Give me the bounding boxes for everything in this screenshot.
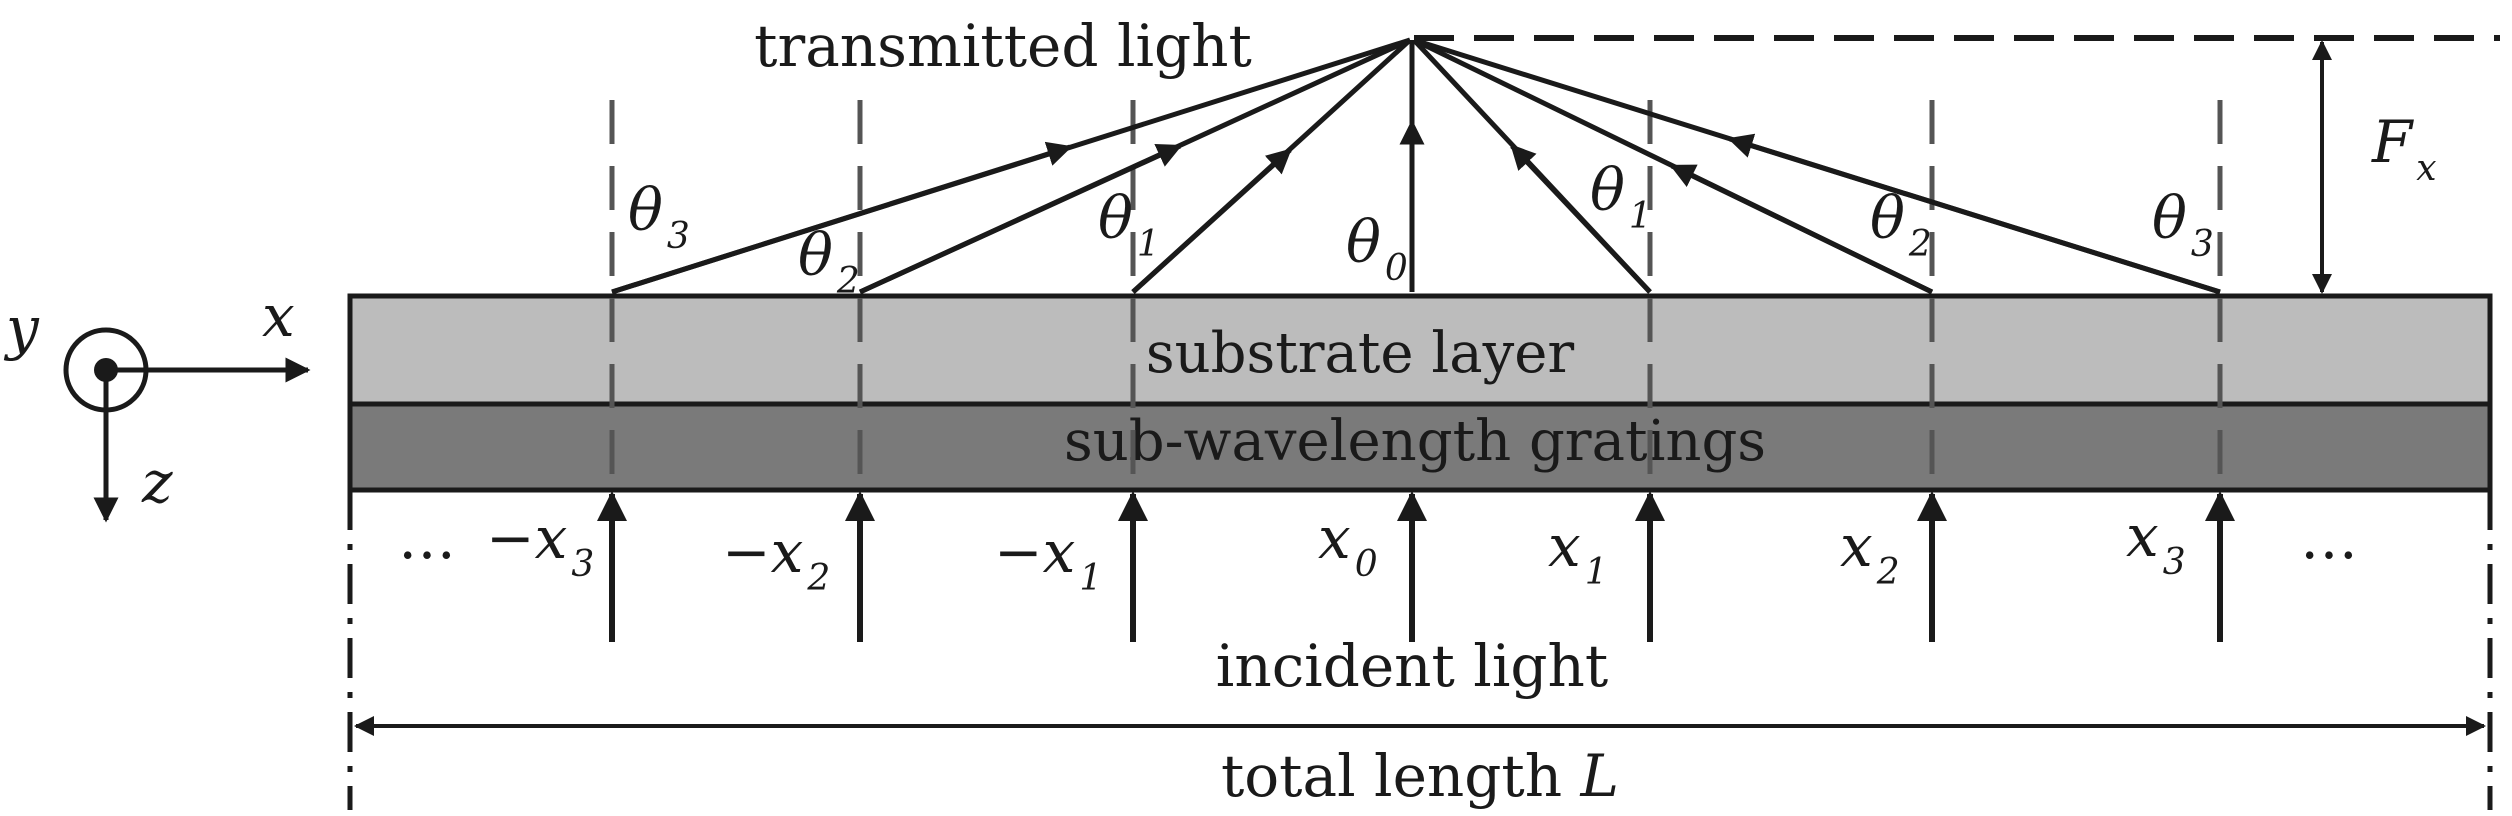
substrate-layer (347, 293, 2493, 407)
ray-x2-arrow (1669, 163, 1934, 295)
transmitted-light-label: transmitted light (754, 12, 1252, 80)
ray-x1-arrow (1510, 144, 1652, 294)
incident-light-label: incident light (1216, 632, 1608, 700)
ray-x3-arrow (1727, 133, 2221, 295)
grating-layer (347, 401, 2493, 493)
coordinate-axes: x y z (3, 282, 311, 523)
z-axis-label: z (141, 448, 173, 516)
y-axis-label: y (3, 294, 40, 362)
x-axis-label: x (262, 282, 295, 350)
incident-rays (597, 491, 2235, 642)
ellipsis-left: … (398, 504, 456, 572)
transmitted-rays (611, 37, 2221, 295)
ray-neg-x2-arrow (858, 143, 1183, 295)
total-length-label: total length L (1221, 742, 1619, 810)
substrate-label: substrate layer (1146, 321, 1575, 386)
ray-neg-x1-arrow (1131, 148, 1292, 294)
ray-neg-x3-arrow (611, 141, 1073, 295)
ellipsis-right: … (2300, 504, 2358, 572)
gratings-label: sub-wavelength gratings (1064, 409, 1766, 474)
